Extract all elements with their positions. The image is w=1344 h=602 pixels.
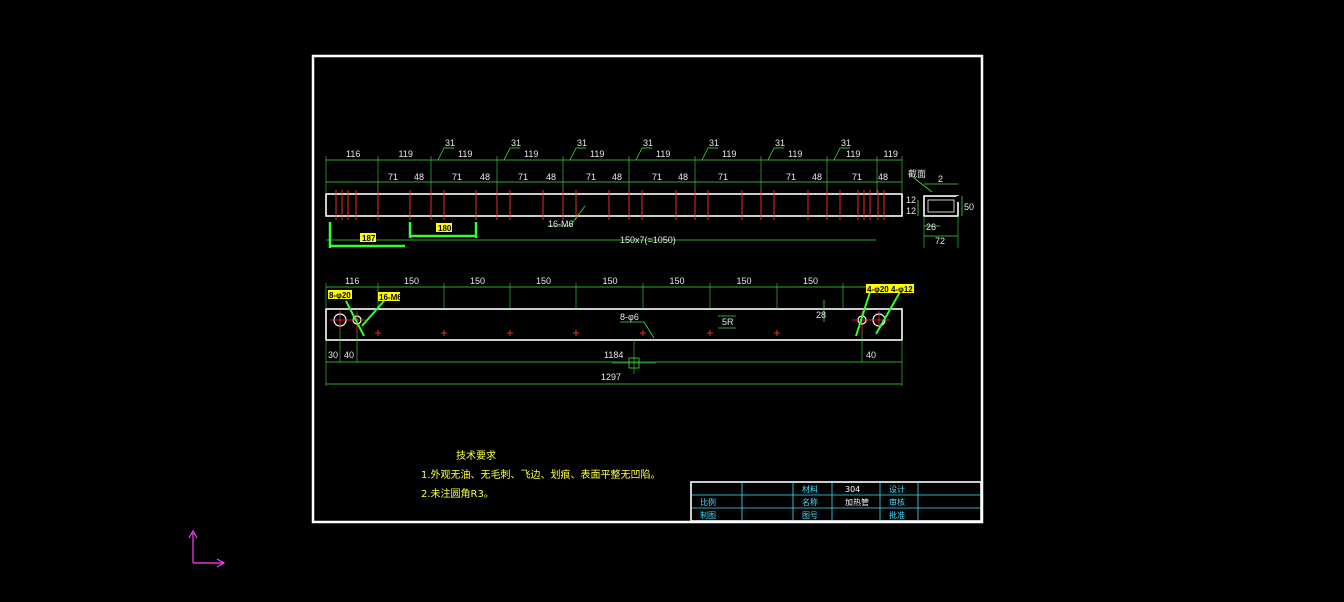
bottom-hole-callout: 8-φ6 xyxy=(620,312,639,322)
bottom-dim-center: 1184 xyxy=(604,350,623,360)
bottom-overall-dim: 1297 xyxy=(601,372,621,382)
top-sub-dim: 71 xyxy=(852,172,862,182)
top-pitch-dim: 31 xyxy=(511,138,521,148)
top-sub-dim: 48 xyxy=(546,172,556,182)
bottom-bar-outline xyxy=(325,308,903,341)
top-chain-dim: 119 xyxy=(656,149,670,159)
top-chain-dim: 116 xyxy=(346,149,360,159)
bottom-right-tag-2: 4-φ12 xyxy=(891,285,913,294)
top-tag-right: 180 xyxy=(438,224,452,233)
section-width: 72 xyxy=(935,236,945,246)
bottom-chain-dim: 116 xyxy=(345,276,359,286)
bottom-chain-dim: 150 xyxy=(470,276,485,286)
bottom-dim-40-right: 40 xyxy=(866,350,876,360)
title-block-cell: 审核 xyxy=(889,497,905,507)
top-chain-dim: 119 xyxy=(458,149,472,159)
top-chain-dim: 119 xyxy=(399,149,413,159)
section-inner-b: 12 xyxy=(906,206,916,216)
title-block-cell: 加热管 xyxy=(845,497,869,507)
section-label: 截面 xyxy=(908,168,926,179)
bottom-chain-dim: 150 xyxy=(536,276,551,286)
bottom-left-tag-2: 16-M6 xyxy=(379,293,402,302)
top-sub-dim: 71 xyxy=(388,172,398,182)
notes-title: 技术要求 xyxy=(456,449,496,462)
top-sub-dim: 71 xyxy=(652,172,662,182)
top-sub-dim: 48 xyxy=(612,172,622,182)
notes-line-1: 1.外观无油、无毛刺、飞边、划痕、表面平整无凹陷。 xyxy=(421,468,661,481)
title-block-cell: 图号 xyxy=(802,511,818,520)
top-pitch-dim: 31 xyxy=(577,138,587,148)
bottom-chain-dim: 150 xyxy=(670,276,685,286)
top-chain-dim: 119 xyxy=(846,149,860,159)
top-pitch-dim: 31 xyxy=(445,138,455,148)
title-block-cell: 名称 xyxy=(802,497,818,507)
top-overall-dim: 150x7(=1050) xyxy=(620,235,676,245)
top-chain-dim: 119 xyxy=(590,149,604,159)
top-sub-dim: 48 xyxy=(414,172,424,182)
bottom-slot-b: 28 xyxy=(816,310,826,320)
top-pitch-dim: 31 xyxy=(775,138,785,148)
bottom-slot-a: 5R xyxy=(722,317,734,327)
bottom-chain-dim: 150 xyxy=(603,276,618,286)
section-inner-a: 12 xyxy=(906,195,916,205)
title-block-cell: 比例 xyxy=(700,497,716,507)
drawing-frame xyxy=(311,54,984,524)
notes-line-2: 2.未注圆角R3。 xyxy=(421,487,494,500)
top-sub-dim: 71 xyxy=(586,172,596,182)
bottom-chain-dim: 150 xyxy=(404,276,419,286)
top-sub-dim: 71 xyxy=(518,172,528,182)
top-chain-dim: 119 xyxy=(524,149,538,159)
title-block-cell: 材料 xyxy=(802,484,818,494)
top-pitch-dim: 31 xyxy=(841,138,851,148)
end-holes xyxy=(330,311,890,334)
top-chain-dim: 119 xyxy=(884,149,898,159)
technical-notes: 技术要求 1.外观无油、无毛刺、飞边、划痕、表面平整无凹陷。 2.未注圆角R3。 xyxy=(421,449,661,500)
bottom-dim-30: 30 xyxy=(328,350,338,360)
top-chain-dim: 119 xyxy=(788,149,802,159)
top-sub-dim: 48 xyxy=(480,172,490,182)
top-chain-dim: 119 xyxy=(722,149,736,159)
section-profile xyxy=(923,195,959,217)
bottom-chain-dim: 150 xyxy=(803,276,818,286)
top-tag-left: 187 xyxy=(362,234,376,243)
top-bar-outline xyxy=(325,193,903,217)
top-sub-dim: 71 xyxy=(786,172,796,182)
top-pitch-dim: 31 xyxy=(643,138,653,148)
title-block-cell: 批准 xyxy=(889,510,905,520)
top-sub-dim: 48 xyxy=(812,172,822,182)
top-pitch-dim: 31 xyxy=(709,138,719,148)
top-sub-dim: 71 xyxy=(718,172,728,182)
bottom-chain-dim: 150 xyxy=(737,276,752,286)
top-sub-dim: 71 xyxy=(452,172,462,182)
section-height: 50 xyxy=(964,202,974,212)
title-block-cell: 设计 xyxy=(889,484,905,494)
title-block-cell: 304 xyxy=(845,485,860,494)
ucs-axis-icon xyxy=(188,529,226,568)
bottom-left-tag-1: 8-φ20 xyxy=(329,291,351,300)
bottom-view: 116 150 150 150 150 150 150 150 8-φ20 16-M6 4-φ… xyxy=(325,276,914,386)
bottom-right-tag-1: 4-φ20 xyxy=(867,285,889,294)
bottom-dim-40-left: 40 xyxy=(344,350,354,360)
section-inner-c: 26 xyxy=(926,222,936,232)
section-thickness: 2 xyxy=(938,174,943,184)
top-sub-dim: 48 xyxy=(878,172,888,182)
section-view: 截面 2 50 12 12 26 72 xyxy=(906,168,974,248)
top-hole-callout: 16-M6 xyxy=(548,219,574,229)
title-block-cell: 制图 xyxy=(700,510,716,520)
top-sub-dim: 48 xyxy=(678,172,688,182)
